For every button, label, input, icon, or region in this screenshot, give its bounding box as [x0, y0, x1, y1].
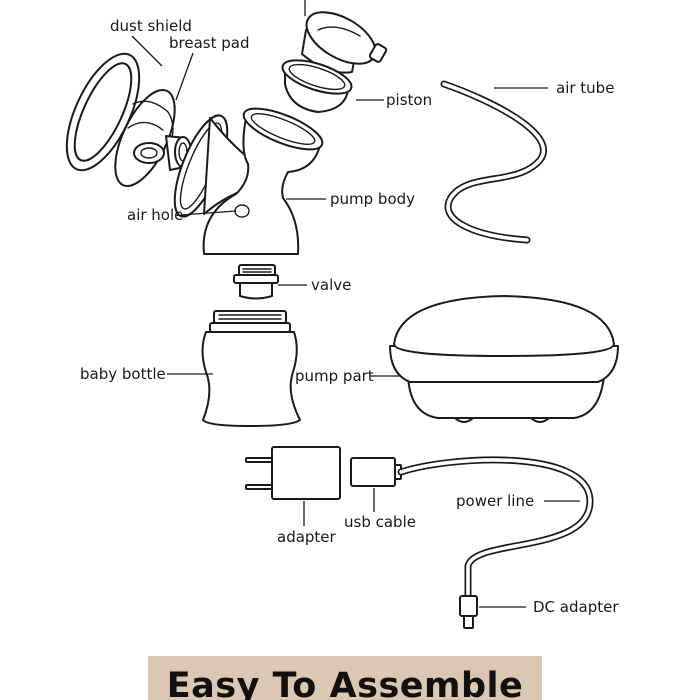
label-power-line: power line [456, 492, 534, 510]
dust-shield-part [65, 52, 141, 172]
label-dc-adapter: DC adapter [533, 598, 619, 616]
piston-part [281, 59, 353, 113]
dc-adapter-part [459, 595, 478, 629]
banner-title: Easy To Assemble [166, 666, 524, 700]
label-valve: valve [311, 276, 351, 294]
flange-part [173, 114, 265, 218]
pump-part [389, 295, 619, 423]
label-air-tube: air tube [556, 79, 614, 97]
label-breast-pad: breast pad [169, 34, 249, 52]
valve-part [233, 264, 279, 300]
power-line-part [397, 456, 594, 600]
label-usb-cable: usb cable [344, 513, 416, 531]
label-adapter: adapter [277, 528, 337, 546]
pump-body-part [202, 107, 324, 255]
label-piston: piston [386, 91, 432, 109]
air-tube-part [440, 80, 547, 244]
baby-bottle-part [201, 310, 301, 427]
usb-cable-part [350, 457, 402, 487]
label-pump-body: pump body [330, 190, 415, 208]
lid-part [301, 11, 388, 74]
leader-lines [131, 0, 580, 608]
label-dust-shield: dust shield [110, 17, 192, 35]
label-baby-bottle: baby bottle [80, 365, 166, 383]
assembly-banner: Easy To Assemble [148, 656, 542, 700]
adapter-part [245, 446, 341, 500]
label-air-hole: air hole [127, 206, 183, 224]
label-pump-part: pump part [295, 367, 374, 385]
